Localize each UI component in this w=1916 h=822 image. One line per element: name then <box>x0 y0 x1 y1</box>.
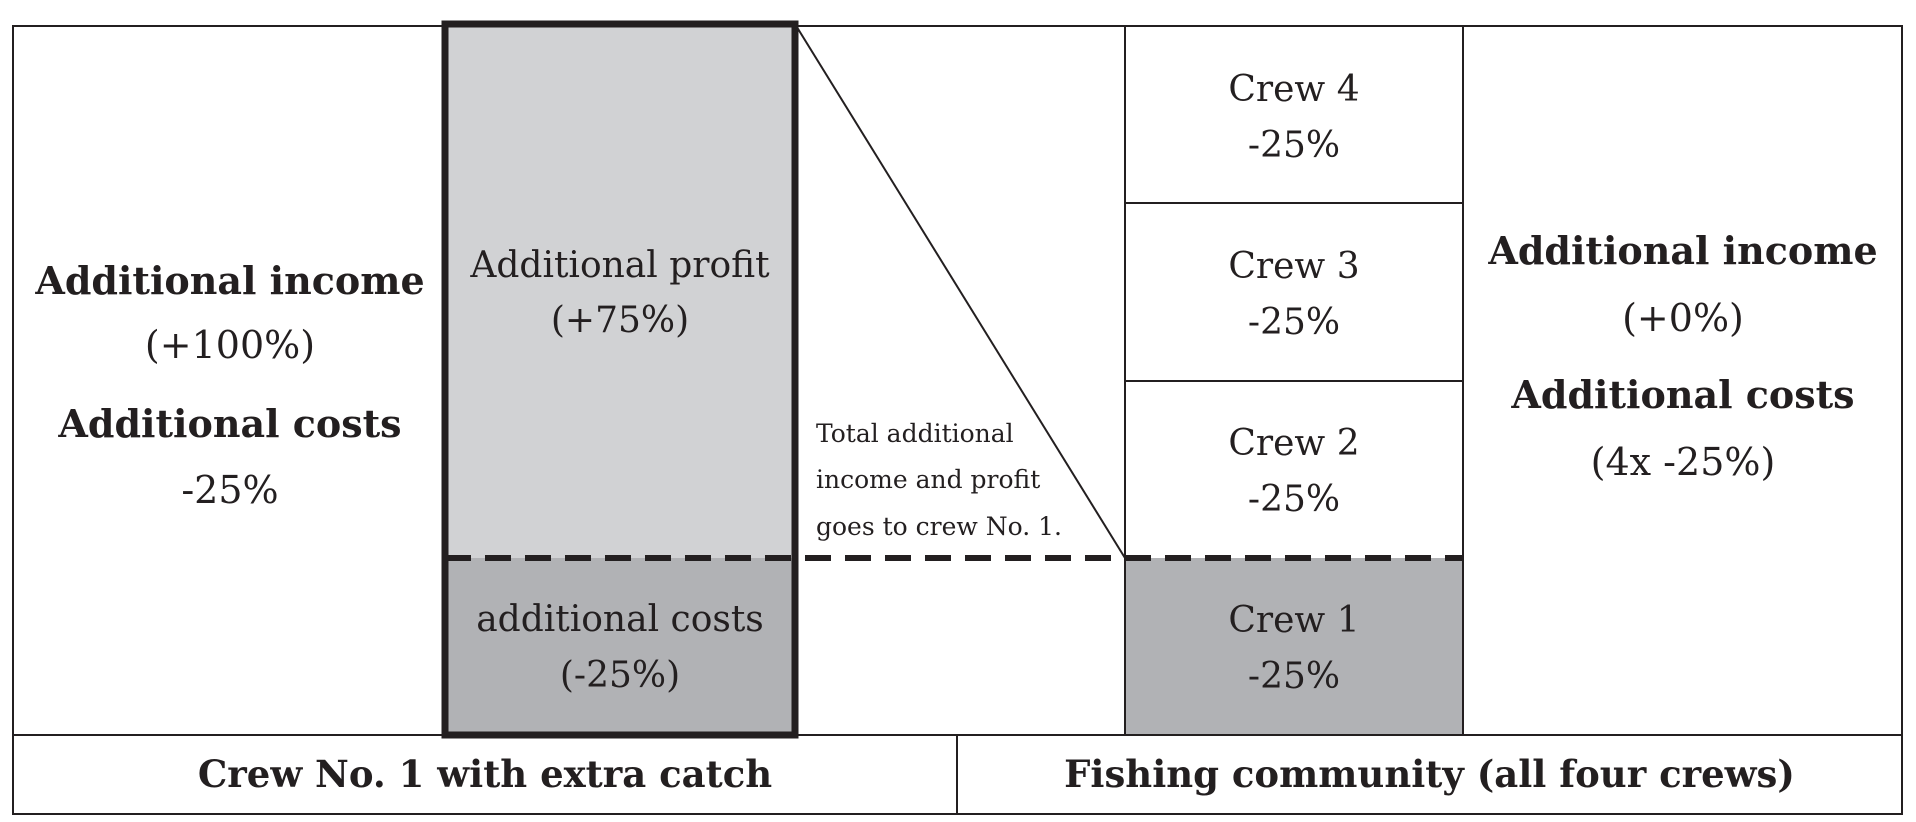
additional-costs-block <box>444 558 796 734</box>
transfer-note: Total additional income and profit goes … <box>816 411 1116 550</box>
crew-3-label: Crew 3 <box>1228 246 1360 287</box>
diagonal-connector <box>794 23 1126 559</box>
crew-1-label: Crew 1 <box>1228 600 1360 641</box>
right-costs-value: (4x -25%) <box>1590 440 1776 484</box>
crew-4-label: Crew 4 <box>1228 69 1360 110</box>
additional-profit-label: Additional profit <box>470 245 770 286</box>
footer-right-label: Fishing community (all four crews) <box>1064 752 1795 796</box>
right-income-label: Additional income <box>1488 228 1878 273</box>
additional-profit-block <box>444 24 796 558</box>
left-costs-label: Additional costs <box>58 401 402 446</box>
crew-2-value: -25% <box>1247 479 1341 520</box>
crew-4-value: -25% <box>1247 125 1341 166</box>
footer-left-label: Crew No. 1 with extra catch <box>197 752 773 796</box>
additional-costs-label: additional costs <box>476 599 764 640</box>
crew1-column-border <box>441 20 799 739</box>
left-costs-value: -25% <box>181 468 279 512</box>
crew-1-value: -25% <box>1247 656 1341 697</box>
left-income-label: Additional income <box>35 258 425 303</box>
additional-profit-value: (+75%) <box>550 300 690 341</box>
right-costs-label: Additional costs <box>1511 372 1855 417</box>
crew-2-label: Crew 2 <box>1228 423 1360 464</box>
transfer-note-line-1: Total additional <box>816 419 1014 448</box>
right-income-value: (+0%) <box>1622 296 1744 340</box>
crew1-block <box>1125 558 1463 734</box>
left-income-value: (+100%) <box>144 323 316 367</box>
transfer-note-line-2: income and profit <box>816 465 1041 495</box>
crew-3-value: -25% <box>1247 302 1341 343</box>
additional-costs-value: (-25%) <box>559 655 681 696</box>
transfer-note-line-3: goes to crew No. 1. <box>816 511 1062 541</box>
